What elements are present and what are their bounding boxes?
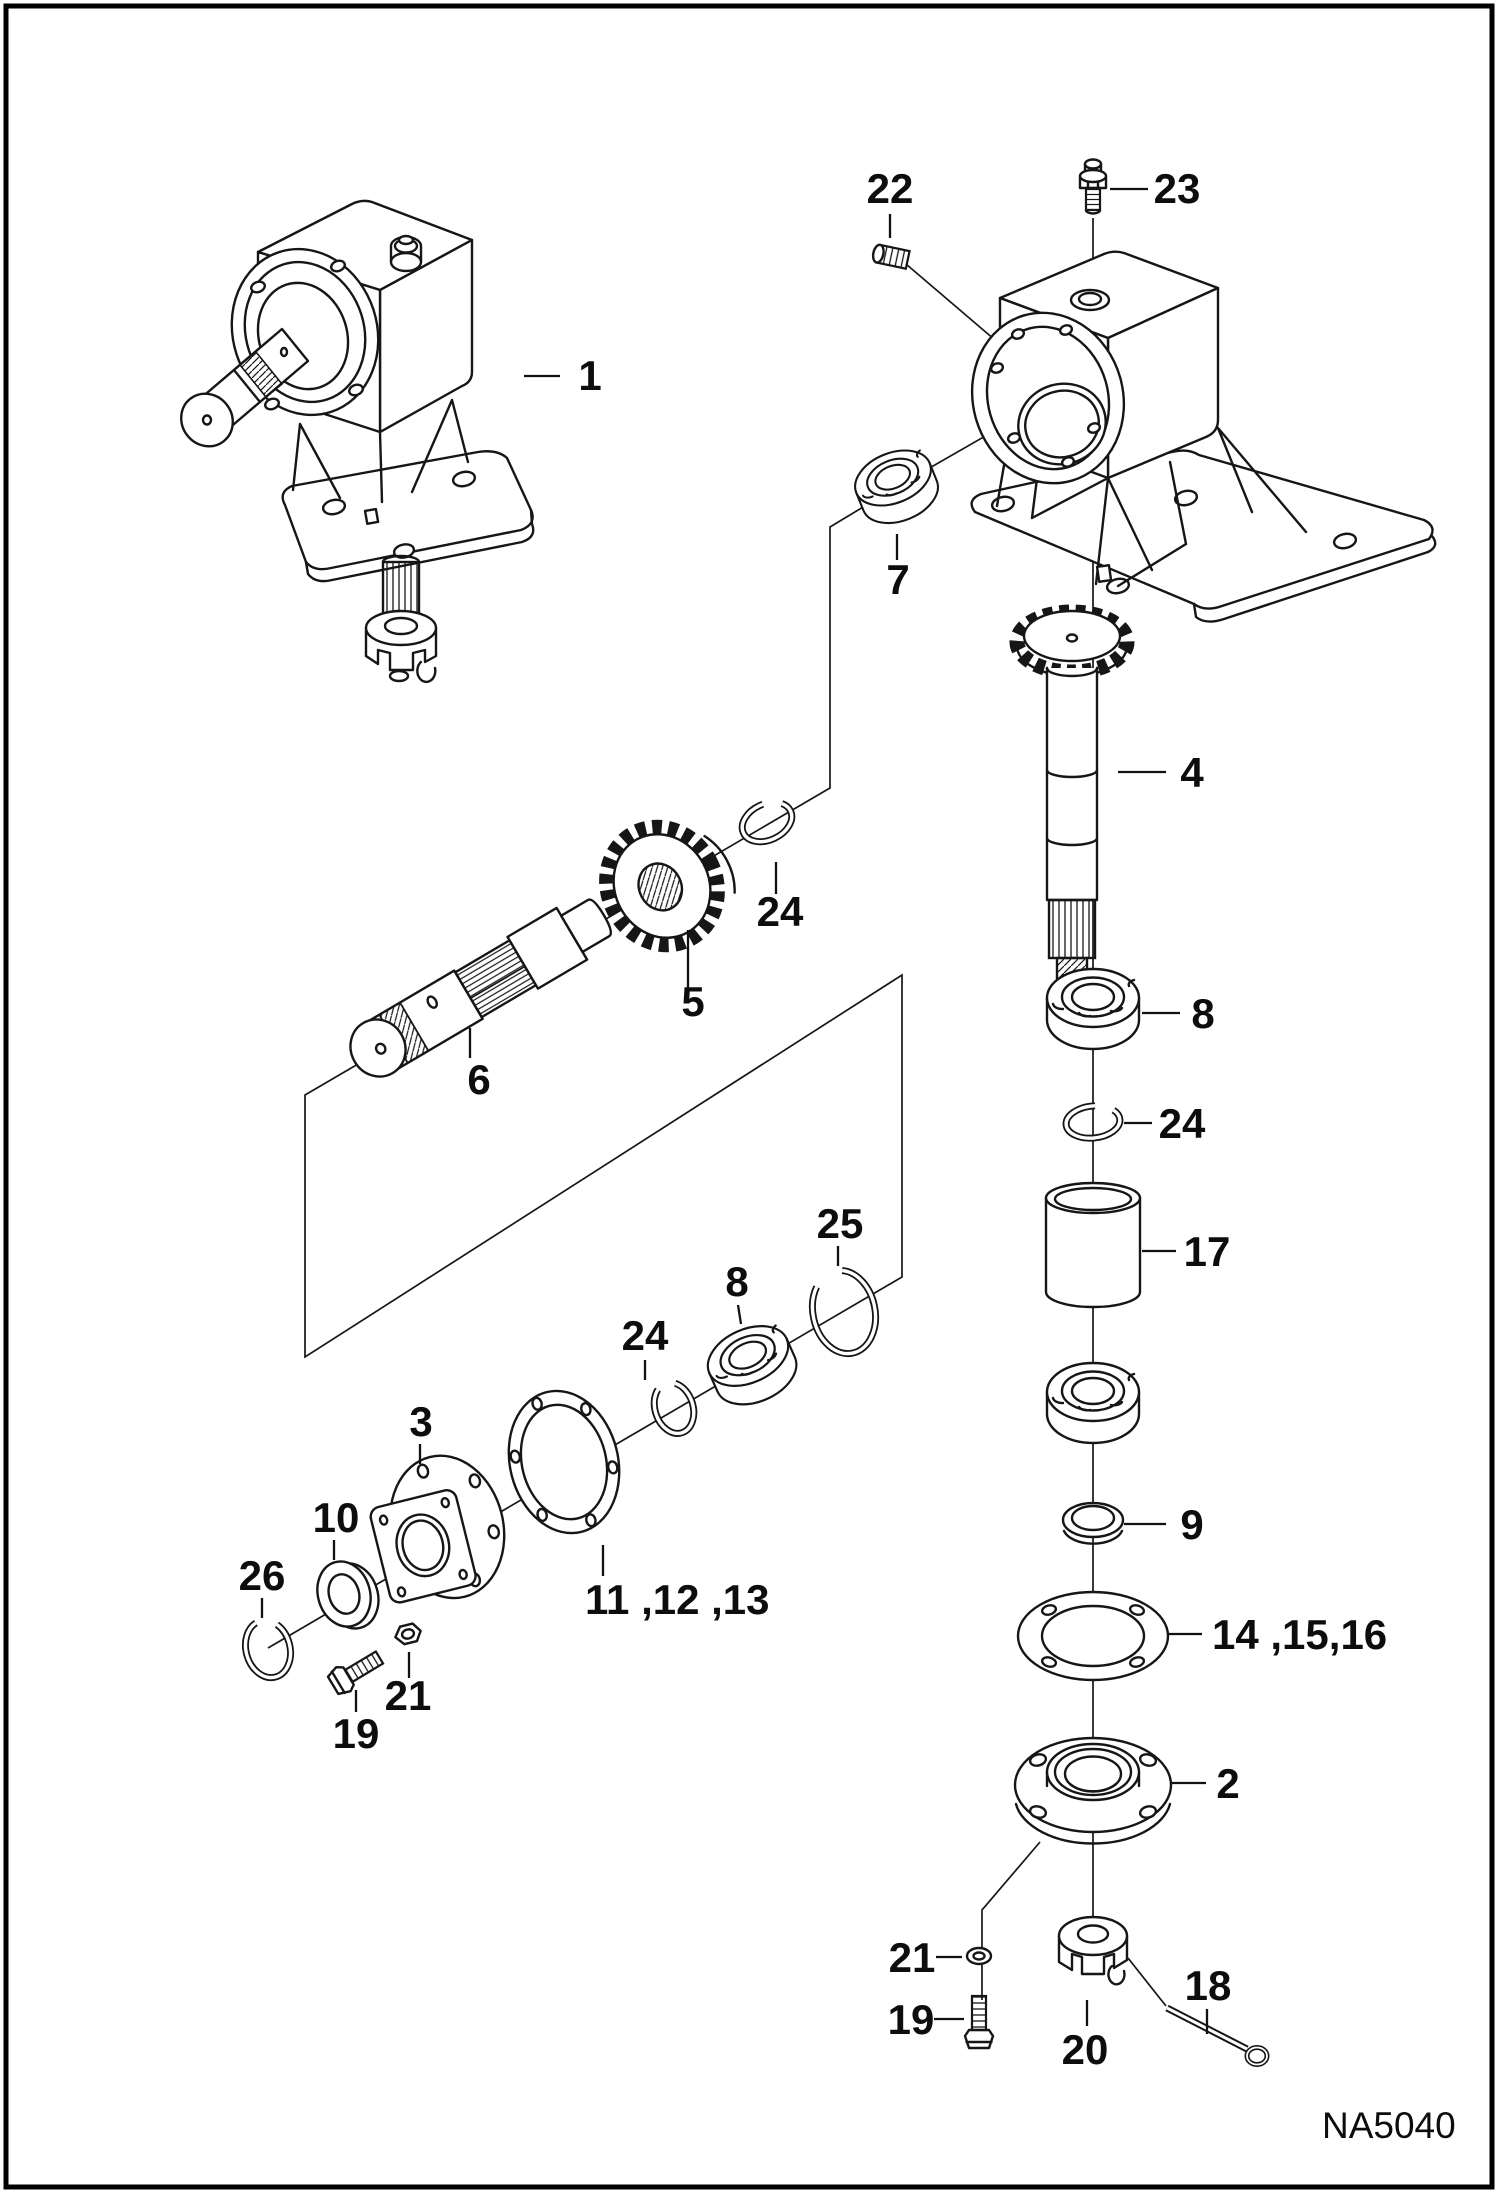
callout-3: 3 (409, 1398, 432, 1445)
drawing-code: NA5040 (1322, 2105, 1456, 2146)
part-21-washer-bottom (965, 1946, 993, 1966)
callout-5: 5 (681, 978, 704, 1025)
part-2-output-flange (1013, 1736, 1173, 1845)
part-14-15-16-gasket (1016, 1590, 1170, 1682)
part-20-castle-nut (1057, 1915, 1129, 1986)
callout-2: 2 (1216, 1760, 1239, 1807)
part-19-bolt-bottom (963, 1994, 995, 2050)
callout-leaders (260, 187, 1209, 2034)
callout-6: 6 (467, 1056, 490, 1103)
callout-labels: 1 22 23 7 4 24 5 6 8 24 17 9 14 ,15,16 2… (239, 165, 1388, 2073)
page-border (3, 3, 1495, 2190)
part-9-seal (1061, 1501, 1125, 1545)
part-10-seal (316, 1560, 380, 1630)
callout-11-12-13: 11 ,12 ,13 (585, 1576, 770, 1623)
callout-19-bottom: 19 (888, 1996, 935, 2043)
gear-housing (970, 250, 1437, 623)
fill-plug-icon (389, 234, 423, 273)
callout-24-left: 24 (622, 1312, 669, 1359)
callout-24-middle: 24 (757, 888, 804, 935)
part-5-gear (599, 819, 736, 953)
callout-19-left: 19 (333, 1710, 380, 1757)
callout-25: 25 (817, 1200, 864, 1247)
callout-26: 26 (239, 1552, 286, 1599)
part-8-bearing-right (1045, 967, 1141, 1051)
callout-21-left: 21 (385, 1672, 432, 1719)
part-24-snap-ring-right (1062, 1102, 1124, 1142)
part-21-nut-left (394, 1622, 422, 1646)
part-19-bolt-left (326, 1650, 385, 1696)
callout-10: 10 (313, 1494, 360, 1541)
part-24-snap-ring-left (650, 1379, 698, 1437)
part-25-snap-ring (808, 1266, 880, 1358)
part-6-input-shaft (349, 898, 613, 1078)
part-18-cotter-pin (1165, 2004, 1270, 2067)
callout-8-left: 8 (725, 1258, 748, 1305)
part-7-bearing (845, 439, 948, 535)
callout-14-15-16: 14 ,15,16 (1212, 1611, 1387, 1658)
castle-nut-installed-icon (364, 609, 438, 684)
part-11-12-13-gasket (507, 1389, 621, 1535)
callout-18: 18 (1185, 1962, 1232, 2009)
callout-17: 17 (1184, 1228, 1231, 1275)
part-23-breather (1078, 158, 1108, 215)
callout-22: 22 (867, 165, 914, 212)
part-24-snap-ring-middle (738, 798, 796, 846)
part-1-gearbox-assembly (180, 199, 535, 684)
callout-9: 9 (1180, 1501, 1203, 1548)
callout-1: 1 (578, 352, 601, 399)
part-22-plug (871, 243, 911, 271)
part-3-bearing-cover (369, 1454, 506, 1604)
part-17-spacer (1044, 1181, 1142, 1309)
callout-20: 20 (1062, 2026, 1109, 2073)
callout-8-right: 8 (1191, 990, 1214, 1037)
part-26-snap-ring (241, 1616, 295, 1682)
callout-4: 4 (1180, 749, 1204, 796)
bearing-lower-right (1045, 1361, 1141, 1445)
callout-24-right: 24 (1159, 1100, 1206, 1147)
callout-21-bottom: 21 (889, 1934, 936, 1981)
callout-23: 23 (1154, 165, 1201, 212)
callout-7: 7 (886, 556, 909, 603)
part-8-bearing-left (697, 1313, 807, 1418)
